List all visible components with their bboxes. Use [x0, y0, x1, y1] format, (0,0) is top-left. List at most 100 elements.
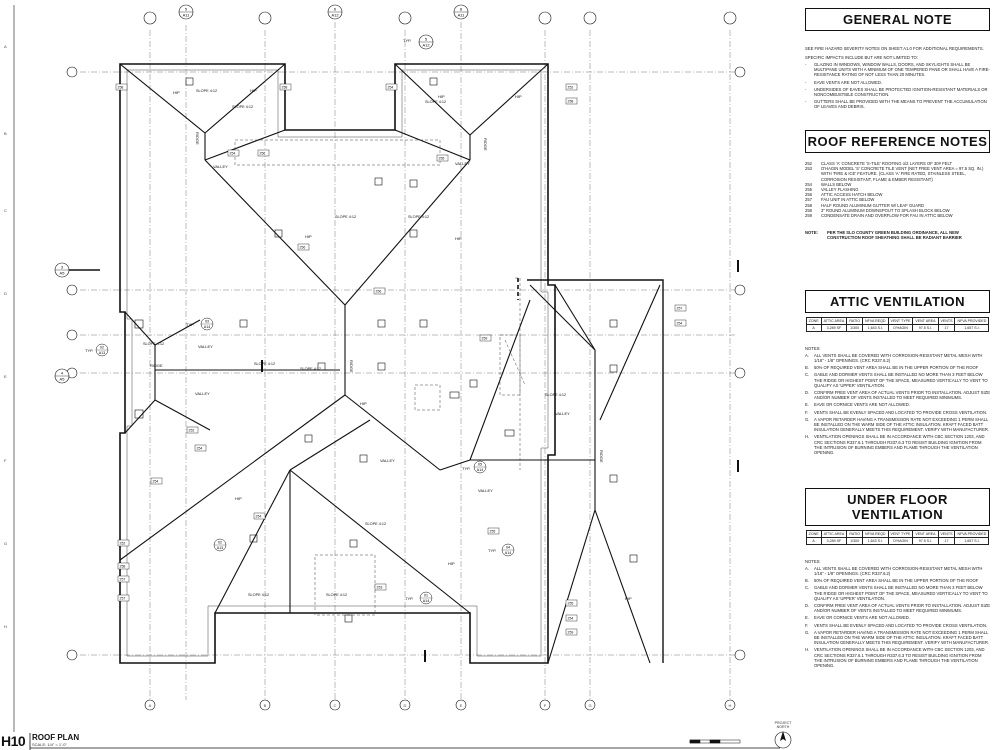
hip-label: HIP: [173, 90, 180, 95]
attic-note: C.GABLE AND DORMER VENTS SHALL BE INSTAL…: [805, 372, 988, 388]
col-letter: B: [264, 703, 267, 708]
svg-text:01: 01: [424, 594, 428, 598]
ref-tag: 255: [487, 527, 500, 535]
hip-label: HIP: [305, 234, 312, 239]
general-note-intro: SEE FIRE HAZARD SEVERITY NOTES ON SHEET …: [805, 46, 984, 51]
svg-text:257: 257: [677, 307, 683, 311]
slope-label: SLOPE 4:12: [545, 393, 566, 397]
svg-text:258: 258: [120, 565, 126, 569]
underfloor-note: H.VENTILATION OPENINGS SHALL BE IN ACCOR…: [805, 647, 985, 668]
sheet-title: ROOF PLAN: [32, 733, 80, 742]
bubble-lower: A11: [458, 13, 466, 18]
svg-text:254: 254: [256, 515, 262, 519]
underfloor-note: F.VENTS SHALL BE EVENLY SPACED AND LOCAT…: [805, 622, 988, 628]
ref-tag: 254: [674, 319, 687, 327]
underfloor-note: D.CONFIRM FREE VENT AREA OF ACTUAL VENTS…: [805, 602, 990, 614]
row-letter: B: [4, 131, 7, 136]
bubble-lower: A12: [331, 13, 339, 18]
slope-label: SLOPE 4:12: [326, 593, 347, 597]
row-letter: F: [4, 458, 7, 463]
ref-tag: 253: [374, 583, 387, 591]
svg-text:A14: A14: [477, 468, 483, 472]
ref-tag: 256: [373, 287, 386, 295]
valley-label: VALLEY: [198, 344, 213, 349]
svg-text:04: 04: [506, 546, 510, 550]
general-note-item: -UNDERSIDES OF EAVES SHALL BE PROTECTED …: [805, 86, 988, 97]
slope-label: SLOPE 4:12: [408, 215, 429, 219]
valley-label: VALLEY: [455, 161, 470, 166]
typ-label: TYP.: [405, 596, 413, 601]
ref-tag: 254: [565, 614, 578, 622]
row-letters: A B C D E F G H: [4, 44, 7, 629]
slope-labels: SLOPE 4:12 SLOPE 4:12 SLOPE 4:12 SLOPE 4…: [143, 89, 566, 597]
slope-label: SLOPE 4:12: [143, 342, 164, 346]
general-note-item: -EAVE VENTS ARE NOT ALLOWED.: [805, 79, 883, 85]
walls-below: [234, 139, 526, 616]
section-cut-marks: [261, 260, 739, 662]
row-letter: G: [4, 541, 7, 546]
svg-text:254: 254: [677, 322, 683, 326]
svg-text:252: 252: [568, 86, 574, 90]
hip-label: HIP: [250, 88, 257, 93]
ridge-label: RIDGE: [195, 132, 200, 145]
ref-tag: 256: [297, 243, 310, 251]
svg-text:A14: A14: [204, 325, 210, 329]
hip-label: HIP: [515, 94, 522, 99]
underfloor-note: C.GABLE AND DORMER VENTS SHALL BE INSTAL…: [805, 585, 988, 601]
svg-text:252: 252: [189, 429, 195, 433]
underfloor-note: B.50% OF REQUIRED VENT AREA SHALL BE IN …: [805, 578, 979, 584]
ref-tag: 255: [436, 154, 449, 162]
ref-tag: 254: [150, 477, 163, 485]
attic-note: G.A VAPOR RETARDER HAVING A TRANSMISSION…: [805, 416, 990, 433]
ref-tag: 254: [253, 512, 266, 520]
sheet-scale: SCALE: 1/4" = 1'-0": [32, 742, 67, 747]
ref-tag: 259: [565, 628, 578, 636]
slope-label: SLOPE 4:12: [248, 593, 269, 597]
slope-label: SLOPE 4:12: [196, 89, 217, 93]
attic-note: F.VENTS SHALL BE EVENLY SPACED AND LOCAT…: [805, 409, 988, 415]
ref-tag: 257: [117, 575, 130, 583]
attic-note: A.ALL VENTS SHALL BE COVERED WITH CORROS…: [805, 352, 983, 363]
svg-text:258: 258: [118, 86, 124, 90]
valley-label: VALLEY: [213, 164, 228, 169]
col-letter: E: [460, 703, 463, 708]
svg-text:A14: A14: [505, 551, 511, 555]
ridge-label: RIDGE: [599, 450, 604, 463]
svg-text:02: 02: [218, 541, 222, 545]
title-rule: [29, 733, 780, 750]
attic-notes-label: NOTES:: [805, 346, 821, 351]
svg-text:258: 258: [568, 100, 574, 104]
attic-note: E.EAVE OR CORNICE VENTS ARE NOT ALLOWED.: [805, 402, 910, 408]
hip-label: HIP: [360, 401, 367, 406]
ridge-label: RIDGE: [483, 138, 488, 151]
grid-bubbles-left: [66, 66, 78, 661]
col-letter: C: [334, 703, 337, 708]
svg-text:254: 254: [230, 152, 236, 156]
ref-tag: 254: [194, 444, 207, 452]
hip-label: HIP: [625, 596, 632, 601]
hip-label: HIP: [455, 236, 462, 241]
slope-label: SLOPE 4:12: [232, 105, 253, 109]
col-letter: D: [404, 703, 407, 708]
svg-text:254: 254: [197, 447, 203, 451]
valley-label: VALLEY: [555, 411, 570, 416]
title-block: H10 ROOF PLAN SCALE: 1/4" = 1'-0" PROJEC…: [0, 721, 1000, 750]
typ-label: TYP.: [462, 466, 470, 471]
ref-tag: 258: [279, 83, 292, 91]
general-note-title: GENERAL NOTE: [805, 8, 990, 31]
attic-note: D.CONFIRM FREE VENT AREA OF ACTUAL VENTS…: [805, 389, 990, 401]
typ-label: TYP.: [403, 38, 411, 43]
